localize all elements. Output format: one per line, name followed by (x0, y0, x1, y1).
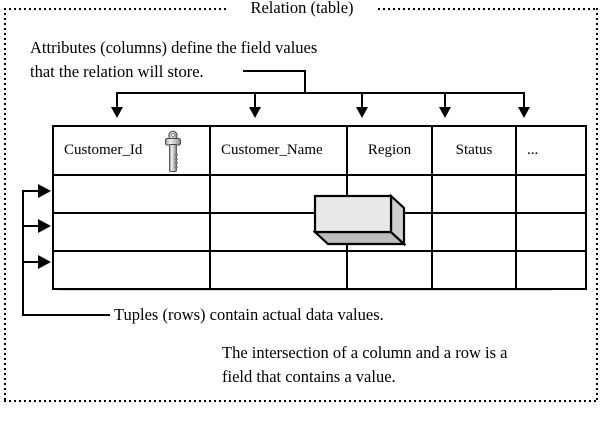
column-header-label: Customer_Id (64, 142, 143, 158)
column-arrow-head-1 (111, 107, 123, 118)
column-arrow-head-5 (518, 107, 530, 118)
column-arrow-head-2 (249, 107, 261, 118)
attributes-note-line-2: that the relation will store. (30, 62, 204, 81)
field-note-line-1: The intersection of a column and a row i… (222, 343, 508, 362)
column-arrow-head-3 (356, 107, 368, 118)
column-header-label: Status (455, 142, 493, 158)
table-header-row: Customer_Id (52, 125, 587, 176)
table-cell[interactable] (431, 174, 517, 214)
frame-border-top-left (4, 8, 226, 10)
column-arrow-stem-2 (254, 92, 256, 109)
column-fanout-bar (116, 92, 525, 94)
table-cell[interactable] (515, 212, 587, 252)
tuple-arrow-head-2 (38, 219, 51, 233)
tuple-connector-vertical (22, 190, 24, 316)
key-icon (162, 130, 184, 174)
tuples-note: Tuples (rows) contain actual data values… (114, 305, 384, 324)
column-header-customer-id[interactable]: Customer_Id (52, 125, 211, 176)
column-header-label: Customer_Name (221, 142, 323, 158)
table-cell[interactable] (515, 250, 587, 290)
frame-border-right (596, 8, 598, 402)
frame-title: Relation (table) (228, 0, 376, 18)
column-arrow-stem-4 (444, 92, 446, 109)
tuple-arrow-head-1 (38, 184, 51, 198)
column-header-customer-name[interactable]: Customer_Name (209, 125, 348, 176)
frame-border-bottom (4, 400, 598, 402)
column-arrow-stem-1 (116, 92, 118, 109)
table-cell[interactable] (52, 212, 211, 252)
field-3d-box (312, 193, 407, 247)
column-header-label: Region (367, 142, 412, 158)
attributes-note-line-1: Attributes (columns) define the field va… (30, 38, 318, 57)
tuple-arrow-head-3 (38, 255, 51, 269)
table-row (52, 174, 587, 214)
table-cell[interactable] (52, 250, 211, 290)
frame-border-top-right (378, 8, 598, 10)
column-header-label: ... (527, 142, 539, 158)
table-row (52, 250, 587, 290)
table-cell[interactable] (52, 174, 211, 214)
relation-table: Customer_Id (52, 125, 587, 290)
attributes-connector-stub (243, 70, 306, 72)
column-header-more[interactable]: ... (515, 125, 587, 176)
table-cell[interactable] (346, 250, 433, 290)
table-cell[interactable] (515, 174, 587, 214)
column-arrow-stem-3 (361, 92, 363, 109)
table-cell[interactable] (431, 250, 517, 290)
column-arrow-head-4 (439, 107, 451, 118)
column-header-status[interactable]: Status (431, 125, 517, 176)
frame-border-left (4, 8, 6, 402)
column-header-region[interactable]: Region (346, 125, 433, 176)
tuple-connector-leader (22, 314, 110, 316)
tuple-arrow-stem-2 (22, 225, 38, 227)
field-note-line-2: field that contains a value. (222, 367, 396, 386)
attributes-connector-drop (304, 70, 306, 94)
table-cell[interactable] (209, 250, 348, 290)
tuple-arrow-stem-3 (22, 261, 38, 263)
tuple-arrow-stem-1 (22, 190, 38, 192)
table-cell[interactable] (431, 212, 517, 252)
column-arrow-stem-5 (523, 92, 525, 109)
